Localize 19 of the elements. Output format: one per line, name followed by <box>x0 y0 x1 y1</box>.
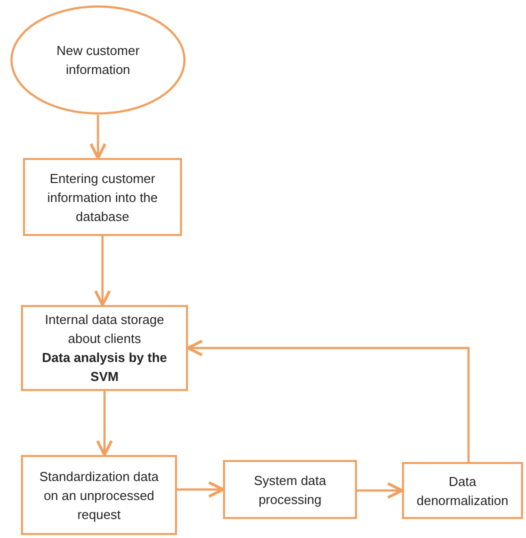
node-text: Data denormalization <box>416 472 510 510</box>
node-text: Internal data storage about clients <box>44 311 166 348</box>
arrow <box>177 481 224 498</box>
node-text: Data analysis by the SVM <box>41 349 168 386</box>
process-box <box>21 455 177 535</box>
process-box <box>23 158 182 236</box>
node-text: New customer information <box>55 42 141 79</box>
process-box <box>402 462 523 519</box>
arrow <box>94 236 111 306</box>
node-text: System data processing <box>252 472 328 508</box>
arrow <box>96 391 113 456</box>
process-box <box>223 460 357 519</box>
arrow <box>186 340 470 462</box>
start-ellipse <box>10 5 186 115</box>
node-text: Standardization data on an unprocessed request <box>38 468 160 524</box>
arrow <box>357 482 404 499</box>
node-text: Entering customer information into the database <box>46 170 159 226</box>
arrow <box>90 115 106 160</box>
process-box <box>21 305 188 391</box>
